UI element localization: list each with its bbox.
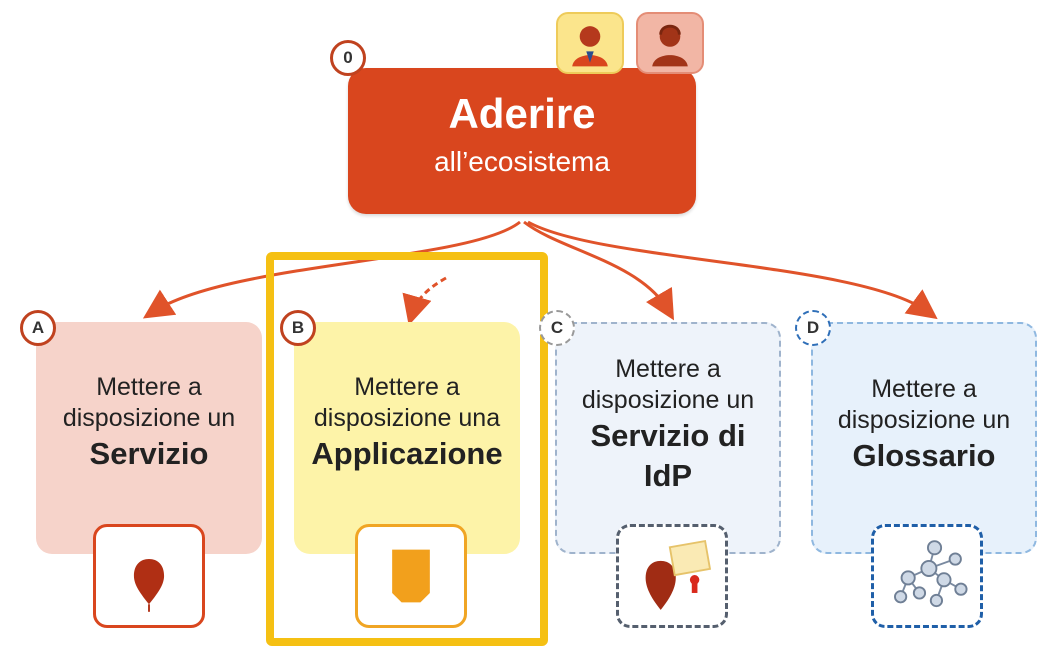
root-node: Aderire all’ecosistema [348, 68, 696, 214]
card-c-title-2: IdP [643, 458, 693, 493]
card-servizio-idp[interactable]: Mettere a disposizione un Servizio di Id… [555, 322, 781, 554]
card-d-line1: Mettere a [871, 375, 977, 403]
card-c-line1: Mettere a [615, 355, 721, 383]
card-a-line1: Mettere a [96, 373, 202, 401]
root-badge: 0 [330, 40, 366, 76]
card-a-title: Servizio [89, 436, 209, 471]
card-d-badge: D [795, 310, 831, 346]
card-d-title: Glossario [852, 438, 996, 473]
root-subtitle: all’ecosistema [434, 146, 610, 177]
arrow-to-d [527, 220, 938, 320]
root-title: Aderire [448, 90, 596, 137]
card-d-line2: disposizione un [837, 406, 1011, 434]
operator-icon [636, 12, 704, 74]
arrow-to-a [142, 220, 521, 319]
card-a-badge: A [20, 310, 56, 346]
location-pin-icon [93, 524, 205, 628]
card-b-line2: disposizione una [313, 404, 501, 432]
pin-with-certificate-icon [616, 524, 728, 628]
card-b-badge: B [280, 310, 316, 346]
card-a-line2: disposizione un [62, 404, 236, 432]
card-b-line1: Mettere a [354, 373, 460, 401]
network-graph-icon [871, 524, 983, 628]
arrow-to-c [523, 220, 675, 321]
arrow-to-b [402, 276, 447, 326]
card-b-title: Applicazione [311, 436, 503, 471]
card-glossario[interactable]: Mettere a disposizione un Glossario [811, 322, 1037, 554]
card-applicazione[interactable]: Mettere a disposizione una Applicazione [294, 322, 520, 554]
card-c-title: Servizio di [590, 418, 746, 453]
tablet-app-icon [355, 524, 467, 628]
card-servizio[interactable]: Mettere a disposizione un Servizio [36, 322, 262, 554]
user-icon [556, 12, 624, 74]
card-c-badge: C [539, 310, 575, 346]
card-c-line2: disposizione un [581, 386, 755, 414]
selection-highlight [266, 252, 548, 646]
